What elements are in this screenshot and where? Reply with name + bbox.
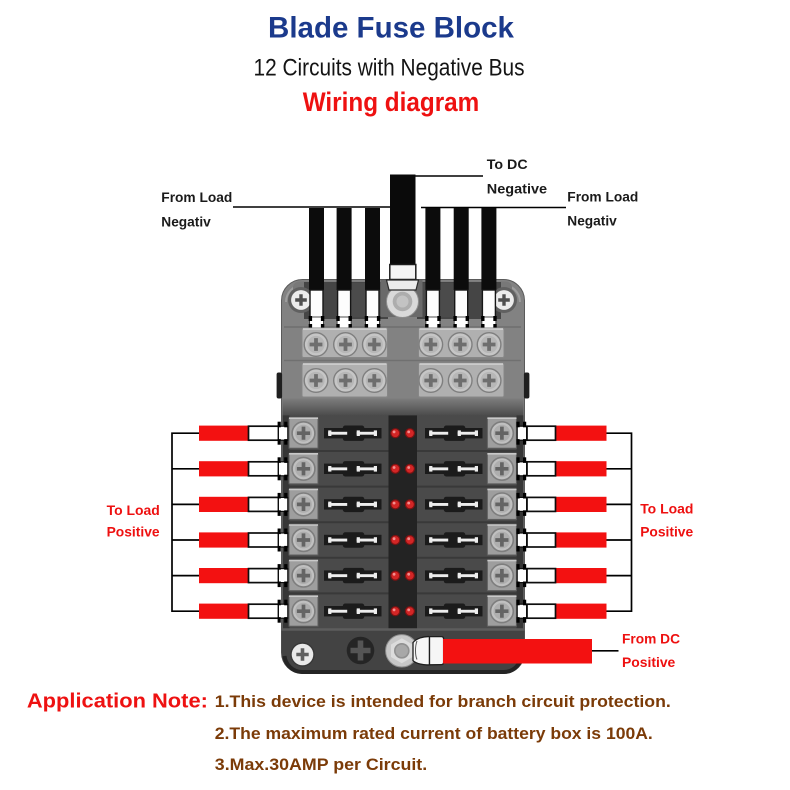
svg-text:Negativ: Negativ xyxy=(567,213,617,229)
svg-text:1.This device is intended for: 1.This device is intended for branch cir… xyxy=(215,693,671,711)
svg-text:Application Note:: Application Note: xyxy=(27,690,208,712)
svg-text:Blade Fuse Block: Blade Fuse Block xyxy=(268,12,515,45)
svg-text:Negativ: Negativ xyxy=(161,214,211,230)
svg-text:Positive: Positive xyxy=(622,654,675,670)
svg-text:2.The maximum rated current of: 2.The maximum rated current of battery b… xyxy=(215,725,653,743)
svg-text:To DC: To DC xyxy=(487,156,528,172)
svg-text:3.Max.30AMP per Circuit.: 3.Max.30AMP per Circuit. xyxy=(215,756,427,774)
svg-text:12 Circuits with Negative Bus: 12 Circuits with Negative Bus xyxy=(254,55,525,82)
svg-text:To Load: To Load xyxy=(640,501,693,517)
svg-text:From DC: From DC xyxy=(622,630,680,646)
svg-text:From Load: From Load xyxy=(567,189,638,205)
svg-text:Negative: Negative xyxy=(487,181,548,197)
svg-text:Wiring diagram: Wiring diagram xyxy=(303,87,480,117)
svg-text:Positive: Positive xyxy=(107,523,160,539)
svg-text:To Load: To Load xyxy=(107,502,160,518)
svg-text:From Load: From Load xyxy=(161,189,232,205)
svg-text:Positive: Positive xyxy=(640,524,693,540)
